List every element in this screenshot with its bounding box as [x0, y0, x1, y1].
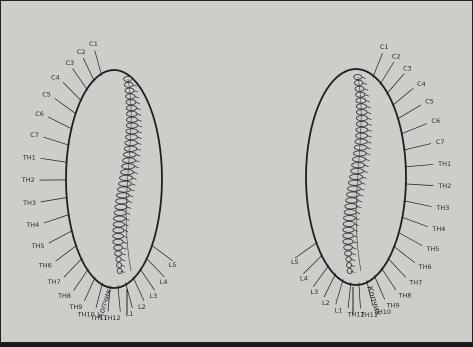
right-vertebra-shape — [343, 221, 354, 226]
right-vertebra-label: TH12 — [347, 311, 365, 319]
right-vertebra-label: L1 — [334, 306, 342, 314]
left-vertebra-shape — [124, 146, 137, 151]
left-vertebra-shape — [114, 210, 126, 215]
spine-diagram-svg: C1C2C3C4C5C6C7TH1TH2TH3TH4TH5TH6TH7TH8TH… — [1, 1, 472, 342]
right-vertebra-shape — [356, 110, 367, 115]
left-vertebra-shape — [114, 245, 123, 250]
left-vertebra-shape — [125, 140, 137, 145]
left-vertebra-shape — [126, 135, 138, 140]
left-vertebra-shape — [113, 222, 124, 227]
right-vertebra-label: C1 — [380, 43, 389, 51]
left-vertebra-label: C4 — [51, 73, 60, 81]
right-vertebra-shape — [356, 127, 368, 132]
left-vertebra-shape — [115, 204, 127, 209]
right-vertebra-shape — [354, 145, 367, 150]
left-vertebra-shape — [114, 216, 126, 221]
right-vertebra-label: C2 — [392, 52, 401, 60]
right-vertebra-shape — [356, 133, 368, 138]
left-vertebra-label: TH3 — [22, 199, 36, 207]
right-vertebra-shape — [343, 227, 354, 232]
right-vertebra-label: C3 — [403, 65, 412, 73]
right-vertebra-label: L3 — [310, 288, 318, 296]
left-vertebra-shape — [120, 175, 133, 180]
right-vertebra-label: TH3 — [435, 204, 449, 212]
right-vertebra-shape — [345, 251, 352, 256]
right-vertebra-label: L4 — [300, 274, 308, 282]
left-vertebra-label: L4 — [160, 278, 168, 286]
left-vertebra-label: C3 — [66, 59, 75, 67]
right-vertebra-shape — [356, 104, 366, 109]
right-vertebra-label: C4 — [417, 80, 426, 88]
right-vertebra-label: L5 — [291, 258, 299, 266]
left-vertebra-label: TH8 — [57, 292, 71, 300]
left-vertebra-shape — [123, 152, 136, 157]
right-vertebra-shape — [348, 186, 361, 191]
left-vertebra-label: C2 — [77, 48, 86, 56]
left-vertebra-label: TH2 — [21, 176, 35, 184]
left-vertebra-label: L2 — [138, 303, 146, 311]
left-vertebra-shape — [124, 76, 132, 81]
right-vertebra-label: L2 — [322, 299, 330, 307]
left-vertebra-label: L5 — [169, 261, 177, 269]
left-vertebra-label: TH1 — [22, 153, 36, 161]
left-vertebra-shape — [119, 181, 132, 186]
right-vertebra-shape — [347, 263, 352, 268]
left-vertebra-shape — [113, 233, 124, 238]
right-vertebra-label: TH2 — [437, 182, 451, 190]
left-vertebra-shape — [126, 111, 137, 116]
left-vertebra-label: TH7 — [47, 278, 61, 286]
right-vertebra-label: TH1 — [437, 160, 451, 168]
right-vertebra-shape — [347, 192, 360, 197]
right-vertebra-shape — [351, 168, 364, 173]
right-vertebra-shape — [356, 116, 367, 121]
left-vertebra-label: L1 — [126, 310, 134, 318]
right-vertebra-label: C7 — [436, 138, 445, 146]
right-vertebra-shape — [349, 180, 362, 185]
right-vertebra-label: TH7 — [408, 279, 422, 287]
left-vertebra-shape — [126, 123, 137, 128]
left-vertebra-label: C5 — [42, 91, 51, 99]
left-vertebra-shape — [117, 193, 130, 198]
right-vertebra-label: TH8 — [397, 292, 411, 300]
left-vertebra-label: TH4 — [25, 221, 39, 229]
right-vertebra-shape — [345, 204, 357, 209]
left-vertebra-shape — [126, 129, 138, 134]
left-vertebra-shape — [126, 117, 137, 122]
left-vertebra-shape — [126, 105, 136, 110]
left-vertebra-label: L3 — [150, 292, 158, 300]
left-vertebra-label: TH5 — [31, 242, 45, 250]
right-vertebra-shape — [344, 215, 356, 220]
right-vertebra-shape — [343, 239, 353, 244]
right-vertebra-shape — [355, 139, 367, 144]
right-vertebra-shape — [354, 74, 362, 79]
left-vertebra-label: C1 — [89, 40, 98, 48]
right-vertebra-shape — [350, 174, 363, 179]
right-vertebra-label: TH4 — [431, 225, 445, 233]
right-vertebra-shape — [344, 210, 356, 215]
right-vertebra-shape — [353, 151, 366, 156]
left-vertebra-shape — [113, 239, 123, 244]
left-vertebra-shape — [121, 169, 134, 174]
left-vertebra-label: C7 — [30, 131, 39, 139]
left-vertebra-label: C6 — [35, 110, 44, 118]
left-vertebra-shape — [113, 228, 124, 233]
right-vertebra-shape — [344, 245, 353, 250]
left-vertebra-label: TH6 — [38, 261, 52, 269]
right-vertebra-shape — [346, 257, 351, 262]
left-vertebra-shape — [117, 263, 122, 268]
right-vertebra-shape — [343, 233, 354, 238]
left-vertebra-shape — [115, 251, 122, 256]
left-vertebra-shape — [118, 187, 131, 192]
right-vertebra-shape — [356, 121, 367, 126]
right-vertebra-label: C6 — [431, 117, 440, 125]
right-vertebra-label: C5 — [425, 97, 434, 105]
right-vertebra-label: TH6 — [418, 263, 432, 271]
left-vertebra-shape — [116, 257, 121, 262]
right-vertebra-label: TH5 — [425, 245, 439, 253]
